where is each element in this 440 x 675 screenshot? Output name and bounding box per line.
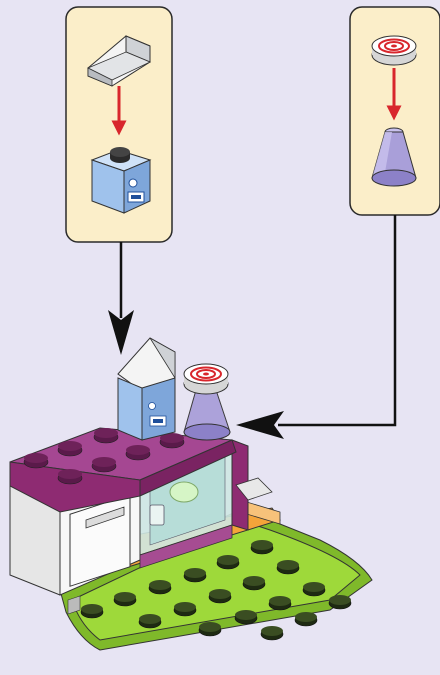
milk-carton-on-counter xyxy=(117,337,176,441)
lime-green-quarter-plate xyxy=(59,509,373,651)
trans-purple-cone xyxy=(371,127,417,187)
callout-connector-milk xyxy=(108,242,134,355)
callout-box-lollipop-jar xyxy=(349,6,440,216)
red-swirl-round-tile xyxy=(371,35,417,66)
milk-carton-icon xyxy=(127,178,145,203)
magenta-counter-top xyxy=(9,427,237,513)
cup-icon xyxy=(149,504,165,526)
callout-box-milk-carton xyxy=(65,6,173,243)
black-callout-arrow xyxy=(108,310,134,355)
black-callout-arrow xyxy=(236,411,284,439)
cafe-counter-model xyxy=(9,337,373,651)
callout-connector-jar xyxy=(236,215,397,439)
white-slope-tile xyxy=(87,35,151,87)
light-blue-printed-brick xyxy=(90,147,152,214)
jar-on-counter xyxy=(183,363,231,441)
